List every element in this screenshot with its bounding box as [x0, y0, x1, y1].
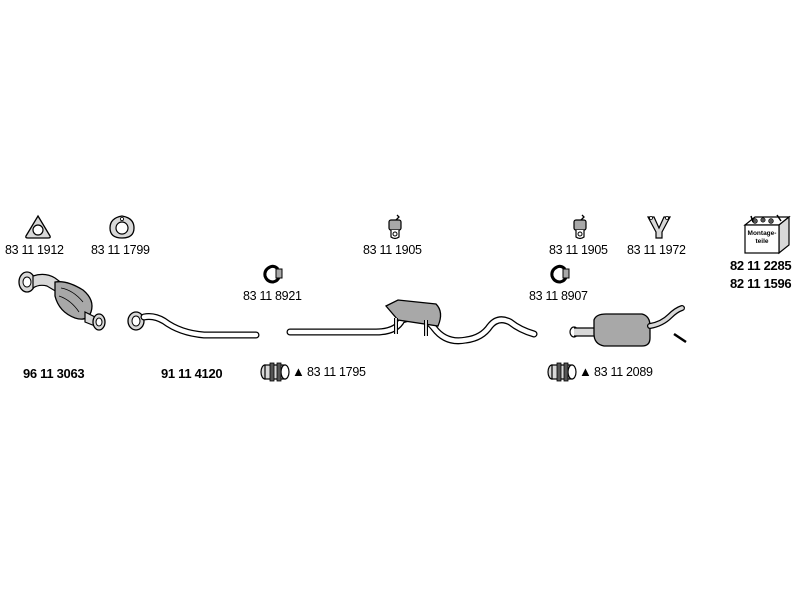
middle-pipe-silencer-icon [286, 294, 542, 355]
part-number-hanger-center: 83 11 1905 [363, 243, 422, 257]
warning-triangle-icon: ▲ [292, 364, 305, 379]
part-number-gasket-left: 83 11 1912 [5, 243, 64, 257]
part-number-kit-1: 82 11 2285 [730, 258, 792, 273]
part-number-gasket-ring: 83 11 1799 [91, 243, 150, 257]
gasket-triangle-icon [24, 214, 52, 245]
rubber-hanger-right-icon [570, 213, 590, 246]
gasket-ring-icon [107, 214, 137, 245]
rear-silencer-icon [566, 304, 690, 353]
warning-triangle-icon: ▲ [579, 364, 592, 379]
part-number-coupler-left: 83 11 1795 [307, 365, 366, 379]
part-number-coupler-right: 83 11 2089 [594, 365, 653, 379]
coupler-left-icon [259, 362, 291, 387]
kit-box-label: Montage-teile [747, 230, 777, 245]
rubber-hanger-icon [385, 213, 405, 246]
part-number-catalyst: 96 11 3063 [23, 366, 85, 381]
part-number-front-pipe: 91 11 4120 [161, 366, 223, 381]
pipe-clamp-left-icon [262, 264, 284, 289]
mounting-kit-box-icon: Montage-teile [739, 213, 793, 262]
part-number-hanger-right: 83 11 1905 [549, 243, 608, 257]
part-number-hanger-v: 83 11 1972 [627, 243, 686, 257]
part-number-clamp-right: 83 11 8907 [529, 289, 588, 303]
part-number-kit-2: 82 11 1596 [730, 276, 792, 291]
front-pipe-icon [124, 305, 264, 352]
pipe-clamp-right-icon [549, 264, 571, 289]
part-number-clamp-left: 83 11 8921 [243, 289, 302, 303]
catalytic-converter-icon [15, 266, 110, 337]
v-hanger-icon [646, 214, 672, 245]
coupler-right-icon [546, 362, 578, 387]
